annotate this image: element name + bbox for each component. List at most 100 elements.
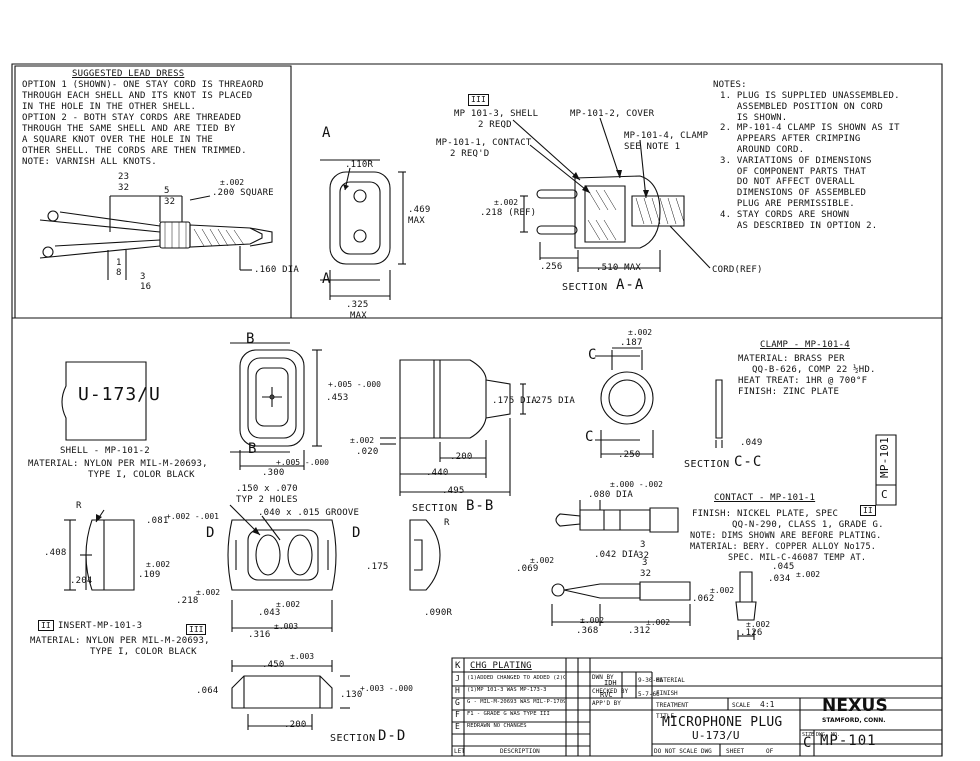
note-line-10: DIMENSIONS OF ASSEMBLED bbox=[720, 188, 867, 199]
side-tab-dwg: MP-101 bbox=[878, 437, 891, 478]
note-line-11: PLUG ARE PERMISSIBLE. bbox=[720, 199, 855, 209]
aa-cover: MP-101-2, COVER bbox=[570, 109, 655, 119]
view-a-height: .469 bbox=[408, 205, 431, 215]
dd-label-b: D-D bbox=[378, 728, 407, 744]
view-b-letter-bottom: B bbox=[248, 441, 258, 457]
section-aa-hatch bbox=[588, 190, 684, 240]
ld-dim-square: .200 SQUARE bbox=[212, 188, 274, 198]
contact-062: .062 bbox=[692, 594, 715, 604]
rev-header-letter: K bbox=[455, 661, 461, 671]
tb-date-2: 5-7-66 bbox=[638, 691, 660, 698]
bb-e: .020 bbox=[356, 447, 379, 457]
note-line-6: AROUND CORD. bbox=[720, 145, 805, 155]
insert-drawing bbox=[64, 505, 440, 632]
bb-label-b: B-B bbox=[466, 498, 495, 514]
view-a-radius: .110R bbox=[345, 160, 374, 170]
dd-450-tol: ±.003 bbox=[290, 652, 315, 661]
insert-109-tol: ±.002 bbox=[146, 560, 171, 569]
insert-radius-2: R bbox=[444, 518, 450, 528]
note-line-1: 1. PLUG IS SUPPLIED UNASSEMBLED. bbox=[720, 91, 900, 101]
insert-material: MATERIAL: NYLON PER MIL-M-20693, bbox=[30, 636, 210, 646]
tb-title-2: U-173/U bbox=[692, 729, 740, 742]
contact-f3b-den: 32 bbox=[640, 569, 652, 579]
notes-title: NOTES: bbox=[713, 80, 747, 90]
clamp-finish: FINISH: ZINC PLATE bbox=[738, 387, 840, 397]
note-line-4: 2. MP-101-4 CLAMP IS SHOWN AS IT bbox=[720, 123, 900, 134]
shell-marking: U-173/U bbox=[78, 384, 161, 405]
contact-062-tol: ±.002 bbox=[710, 586, 735, 595]
rev-footer-desc: DESCRIPTION bbox=[500, 748, 540, 755]
lead-dress-line-6: A SQUARE KNOT OVER THE HOLE IN THE bbox=[22, 135, 214, 145]
insert-316: .316 bbox=[248, 630, 271, 640]
contact-368: .368 bbox=[576, 626, 599, 636]
contact-069-tol: ±.002 bbox=[530, 556, 555, 565]
contact-312-tol: ±.002 bbox=[646, 618, 671, 627]
note-line-9: DO NOT AFFECT OVERALL bbox=[720, 177, 855, 188]
tb-dwn-label: DWN BY bbox=[592, 674, 614, 681]
revision-letter: E bbox=[455, 722, 460, 731]
contact-marker: II bbox=[860, 505, 876, 516]
section-dd-drawing bbox=[232, 660, 350, 730]
ld-dim-c-num: 1 bbox=[116, 258, 122, 268]
tb-treatment-label: TREATMENT bbox=[656, 702, 689, 709]
dd-200: .200 bbox=[284, 720, 307, 730]
insert-radius: R bbox=[76, 501, 82, 511]
contact-042: .042 DIA bbox=[594, 550, 639, 560]
insert-408: .408 bbox=[44, 548, 67, 558]
tb-of-label: OF bbox=[766, 748, 774, 755]
insert-316-tol: ±.003 bbox=[274, 622, 299, 631]
tb-scale-label: SCALE bbox=[732, 702, 751, 709]
note-line-8: OF COMPONENT PARTS THAT bbox=[720, 166, 867, 177]
dd-450: .450 bbox=[262, 660, 285, 670]
insert-081: .081 bbox=[146, 516, 169, 526]
note-line-5: APPEARS AFTER CRIMPING bbox=[720, 134, 861, 145]
insert-109: .109 bbox=[138, 570, 161, 580]
cc-label-b: C-C bbox=[734, 454, 763, 470]
note-line-7: 3. VARIATIONS OF DIMENSIONS bbox=[720, 155, 872, 166]
bb-label-a: SECTION bbox=[412, 503, 458, 514]
cord-hatch bbox=[165, 222, 244, 248]
view-a-letter-top: A bbox=[322, 125, 332, 141]
note-line-3: IS SHOWN. bbox=[720, 112, 788, 123]
contact-045: .045 bbox=[772, 562, 795, 572]
tb-size-label: SIZE bbox=[802, 732, 815, 738]
view-b-drawing bbox=[230, 343, 322, 470]
contact-126: .126 bbox=[740, 628, 763, 638]
view-c-drawing bbox=[595, 348, 722, 458]
tb-city: STAMFORD, CONN. bbox=[822, 717, 886, 724]
ld-dim-d-den: 16 bbox=[140, 282, 152, 292]
contact-368-tol: ±.002 bbox=[580, 616, 605, 625]
tb-dwg-no-label: DWG. NO. bbox=[816, 732, 841, 738]
contact-material: MATERIAL: BERY. COPPER ALLOY No175. bbox=[690, 542, 877, 552]
tb-material-label: MATERIAL bbox=[656, 677, 685, 684]
aa-cord: CORD(REF) bbox=[712, 265, 763, 275]
insert-marker-1: II bbox=[38, 620, 54, 631]
view-c-dia-tol: ±.002 bbox=[628, 328, 653, 337]
bb-k: .495 bbox=[442, 486, 465, 496]
tb-size: C bbox=[803, 735, 813, 751]
clamp-heat-treat: HEAT TREAT: 1HR @ 700°F bbox=[738, 376, 868, 386]
tb-company: NEXUS bbox=[822, 696, 888, 716]
insert-holes: .150 x .070 bbox=[236, 484, 298, 494]
view-a-drawing bbox=[320, 160, 406, 300]
insert-218: .218 bbox=[176, 596, 199, 606]
aa-contact-qty: 2 REQ'D bbox=[450, 149, 490, 159]
revision-description: G - MIL-M-20693 WAS MIL-P-17091 bbox=[467, 699, 565, 705]
lead-dress-line-2: THROUGH EACH SHELL AND ITS KNOT IS PLACE… bbox=[22, 91, 253, 101]
insert-title: INSERT-MP-101-3 bbox=[58, 621, 143, 631]
note-line-12: 4. STAY CORDS ARE SHOWN bbox=[720, 209, 850, 220]
aa-tol: ±.002 bbox=[494, 198, 519, 207]
contact-069: .069 bbox=[516, 564, 539, 574]
insert-081-tol: +.002 -.001 bbox=[166, 512, 219, 521]
lead-dress-line-4: OPTION 2 - BOTH STAY CORDS ARE THREADED bbox=[22, 113, 242, 123]
bb-e-tol: ±.002 bbox=[350, 436, 375, 445]
insert-material-type: TYPE I, COLOR BLACK bbox=[90, 647, 197, 657]
shell-material-type: TYPE I, COLOR BLACK bbox=[88, 470, 195, 480]
ld-dim-a-num: 23 bbox=[118, 172, 130, 182]
ld-dim-tol: ±.002 bbox=[220, 178, 245, 187]
contact-034-tol: ±.002 bbox=[796, 570, 821, 579]
dd-064: .064 bbox=[196, 686, 219, 696]
tb-title-1: MICROPHONE PLUG bbox=[662, 715, 783, 730]
tb-title-label: TITLE bbox=[656, 713, 675, 720]
